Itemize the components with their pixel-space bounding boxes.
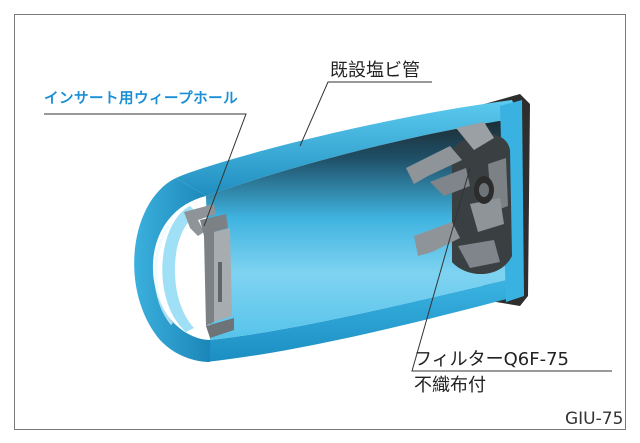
label-insert-weep-hole: インサート用ウィープホール — [44, 91, 239, 107]
leader-insert-weep-hole — [44, 113, 247, 227]
leader-lines — [44, 81, 612, 372]
label-filter-model: フィルターQ6F-75 — [414, 349, 570, 370]
filter-q6f-75 — [406, 122, 512, 275]
leader-filter — [411, 167, 612, 372]
label-nonwoven: 不織布付 — [414, 375, 486, 396]
label-existing-pipe: 既設塩ビ管 — [330, 60, 420, 81]
product-code: GIU-75 — [565, 409, 624, 429]
leader-existing-pipe — [299, 81, 432, 147]
insert-weep-hole-part — [184, 204, 234, 338]
